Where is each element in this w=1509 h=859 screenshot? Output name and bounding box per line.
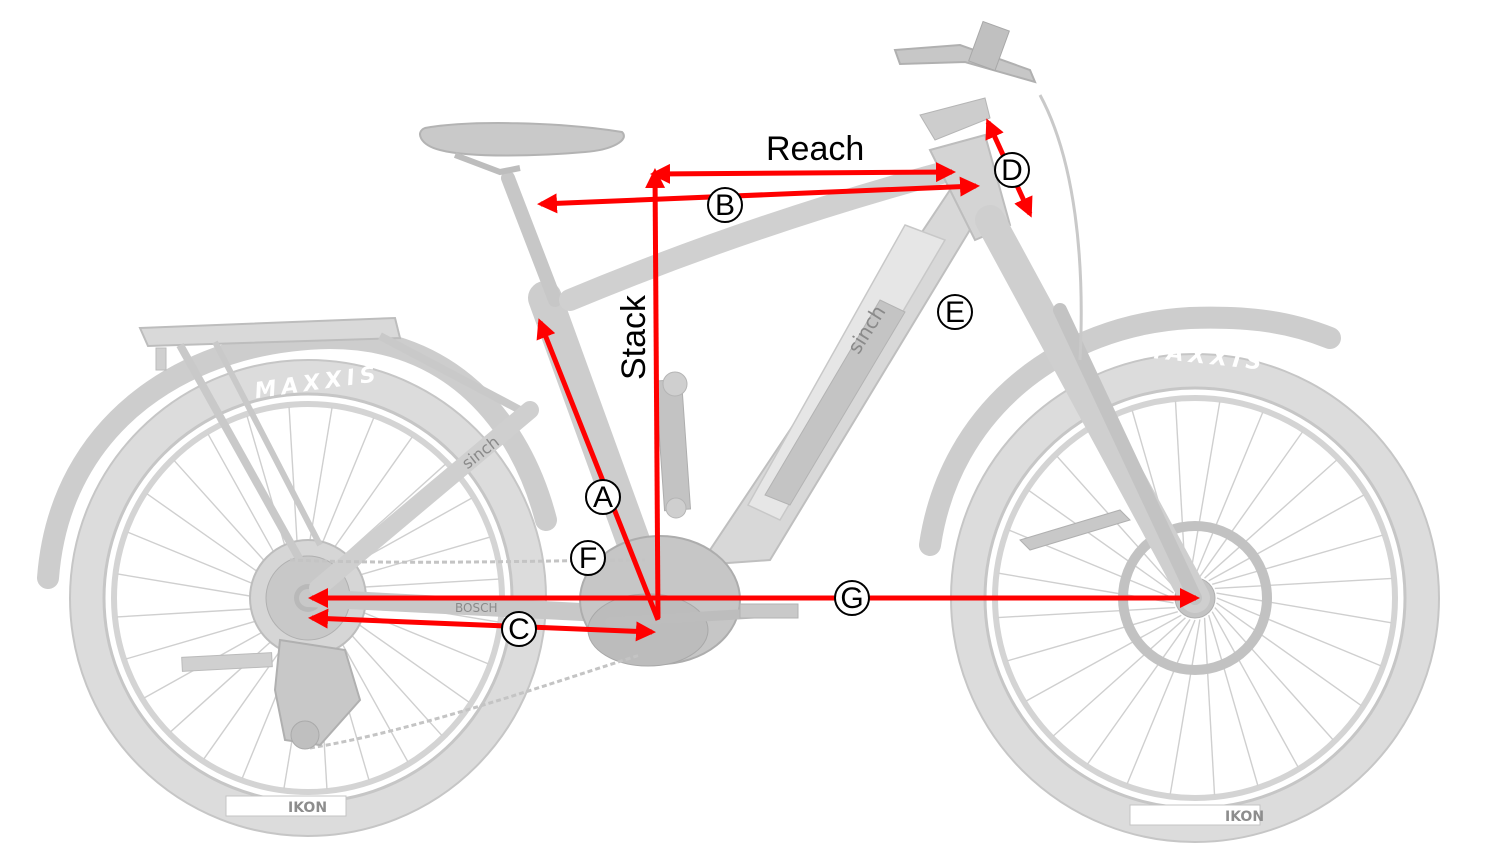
stem bbox=[919, 97, 991, 141]
handlebar bbox=[893, 43, 1037, 84]
spoke bbox=[1216, 592, 1392, 624]
label-a: A bbox=[585, 479, 621, 515]
c-line bbox=[308, 608, 656, 642]
chain-top bbox=[289, 558, 646, 564]
spoke bbox=[1216, 597, 1382, 667]
front-fender bbox=[919, 306, 1341, 556]
spoke bbox=[997, 606, 1176, 619]
a-line bbox=[536, 318, 661, 621]
dimension-labels: Reach Stack A B C D E F G bbox=[501, 130, 1030, 647]
label-f-text: F bbox=[579, 542, 597, 575]
seatstay bbox=[309, 401, 539, 597]
display bbox=[968, 20, 1010, 72]
label-b: B bbox=[707, 187, 743, 223]
spoke bbox=[1211, 611, 1299, 768]
spoke bbox=[1007, 611, 1178, 662]
label-e-text: E bbox=[945, 296, 965, 329]
spoke bbox=[1214, 607, 1334, 741]
seat-post bbox=[501, 171, 562, 307]
front-fender-stay bbox=[1019, 509, 1131, 551]
spoke bbox=[1199, 431, 1304, 577]
spoke bbox=[1169, 619, 1201, 795]
spoke bbox=[1204, 459, 1338, 579]
spoke bbox=[1203, 617, 1216, 796]
label-d-text: D bbox=[1001, 154, 1023, 187]
label-g: G bbox=[834, 580, 870, 616]
rear-rack bbox=[138, 316, 522, 562]
stack-label: Stack bbox=[615, 294, 653, 380]
pedal bbox=[739, 603, 799, 619]
brake-cable bbox=[1038, 94, 1083, 361]
saddle bbox=[419, 122, 625, 157]
stack-line bbox=[645, 168, 666, 619]
spoke bbox=[1212, 534, 1383, 585]
chain-bottom bbox=[309, 653, 641, 750]
label-g-text: G bbox=[840, 582, 863, 615]
rear-shock bbox=[654, 371, 692, 519]
spoke bbox=[1086, 619, 1191, 765]
motor-brand: BOSCH bbox=[455, 601, 498, 615]
spoke bbox=[1126, 619, 1196, 785]
spoke bbox=[1208, 615, 1259, 786]
bike-illustration: MAXXIS IKON MAXXIS IKON bbox=[37, 20, 1440, 843]
spoke bbox=[1208, 494, 1365, 582]
spoke bbox=[1194, 411, 1264, 577]
spoke bbox=[1189, 401, 1221, 577]
label-a-text: A bbox=[593, 481, 613, 514]
spoke bbox=[1025, 614, 1182, 702]
spoke bbox=[1028, 489, 1174, 594]
front-rim-text: IKON bbox=[1225, 809, 1264, 825]
label-f: F bbox=[570, 540, 606, 576]
label-e: E bbox=[937, 294, 973, 330]
rear-rim-text: IKON bbox=[288, 800, 327, 816]
label-c: C bbox=[501, 611, 537, 647]
seat-tube bbox=[528, 281, 657, 577]
label-d: D bbox=[994, 152, 1030, 188]
reach-line bbox=[650, 162, 956, 184]
b-line bbox=[537, 176, 980, 214]
label-b-text: B bbox=[715, 189, 735, 222]
spoke bbox=[1052, 617, 1186, 737]
reach-label: Reach bbox=[766, 130, 864, 168]
label-c-text: C bbox=[508, 613, 530, 646]
dimension-lines bbox=[308, 118, 1200, 642]
spoke bbox=[1216, 602, 1362, 707]
rear-derailleur bbox=[181, 638, 362, 750]
spoke bbox=[1214, 577, 1393, 590]
